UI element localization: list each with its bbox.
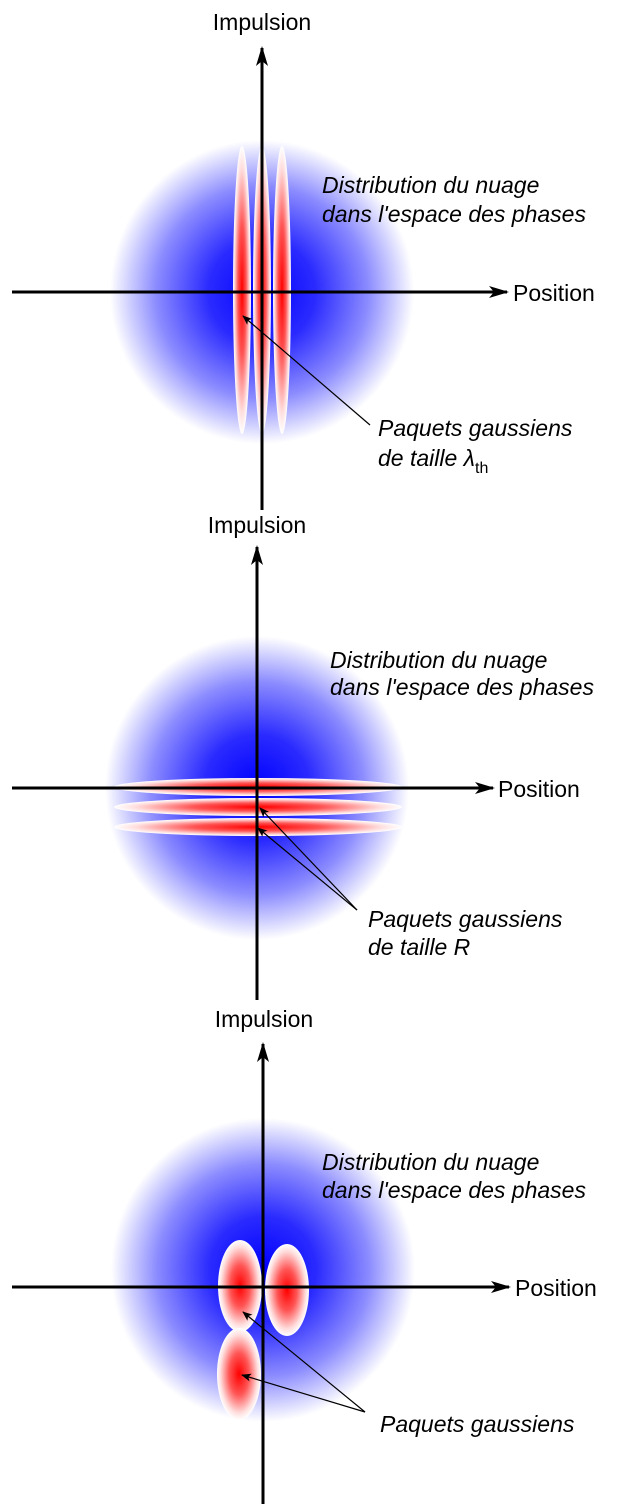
packets-label-line-2: de taille λth bbox=[378, 445, 488, 477]
packets-label-line-1: Paquets gaussiens bbox=[368, 906, 563, 932]
panel-3: Impulsion Position Distribution du nuage… bbox=[12, 1006, 597, 1504]
packets-label-prefix: de taille bbox=[368, 934, 454, 960]
cloud-label-line-1: Distribution du nuage bbox=[322, 1149, 539, 1175]
packets-label-line-1: Paquets gaussiens bbox=[380, 1411, 575, 1437]
y-axis-label: Impulsion bbox=[213, 9, 311, 35]
gaussian-packet bbox=[233, 146, 251, 434]
subscript-th: th bbox=[475, 460, 488, 477]
cloud-label-line-1: Distribution du nuage bbox=[322, 172, 539, 198]
cloud-label-line-2: dans l'espace des phases bbox=[330, 674, 594, 700]
panel-2: Impulsion Position Distribution du nuage… bbox=[12, 512, 594, 1000]
y-axis-label: Impulsion bbox=[215, 1006, 313, 1032]
x-axis-label: Position bbox=[513, 280, 595, 306]
packets-label-line-2: de taille R bbox=[368, 934, 470, 960]
cloud-label-line-2: dans l'espace des phases bbox=[322, 1177, 586, 1203]
y-axis-label: Impulsion bbox=[208, 512, 306, 538]
cloud-label-line-2: dans l'espace des phases bbox=[322, 201, 586, 227]
lambda-symbol: λ bbox=[462, 445, 475, 471]
panel-1: Impulsion Position Distribution du nuage… bbox=[12, 9, 595, 510]
gaussian-packet bbox=[273, 146, 291, 434]
size-symbol: R bbox=[454, 934, 471, 960]
x-axis-label: Position bbox=[515, 1275, 597, 1301]
cloud-label-line-1: Distribution du nuage bbox=[330, 647, 547, 673]
packets-label-prefix: de taille bbox=[378, 445, 464, 471]
x-axis-label: Position bbox=[498, 776, 580, 802]
packets-label-line-1: Paquets gaussiens bbox=[378, 415, 573, 441]
gaussian-packet bbox=[217, 1328, 261, 1420]
gaussian-packet bbox=[265, 1244, 309, 1336]
